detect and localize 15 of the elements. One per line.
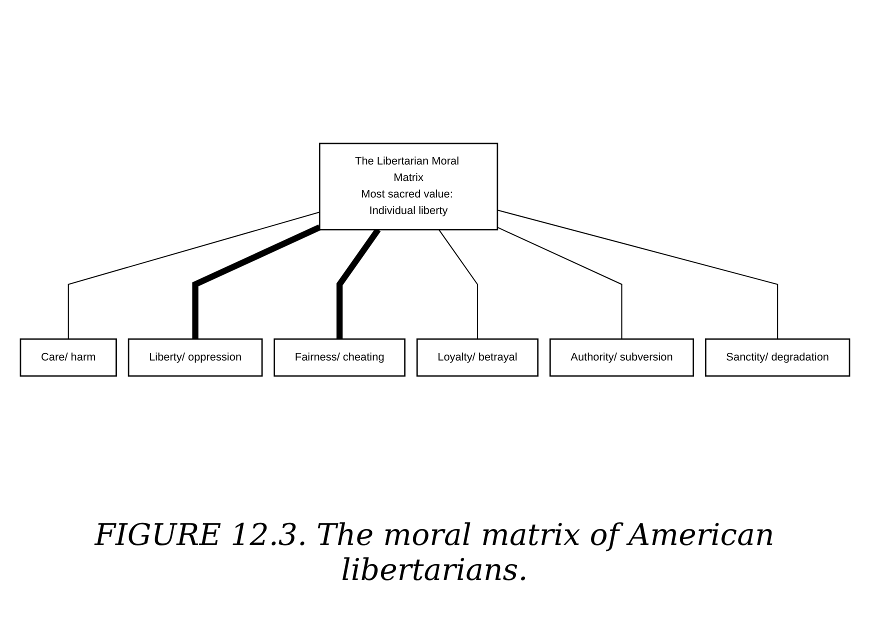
figure-caption: FIGURE 12.3. The moral matrix of American libertarians. [93, 518, 776, 588]
connector [438, 230, 478, 340]
node-box [704, 338, 850, 377]
connector [496, 227, 622, 340]
node-box [416, 338, 538, 377]
connector [496, 210, 778, 340]
node-box [127, 338, 262, 377]
connector [192, 224, 320, 340]
connector [67, 212, 320, 340]
node-box [318, 143, 498, 231]
connector [336, 228, 380, 340]
diagram: The Libertarian Moral Matrix Most sacred value: Individual liberty Care/ harm Liberty/ oppression Fairness/ cheating Loyalty/ betrayal Authority/ subversion Sanctity/ degradation [14, 138, 854, 382]
node-box [19, 338, 116, 377]
node-box [273, 338, 405, 377]
node-box [548, 338, 694, 377]
